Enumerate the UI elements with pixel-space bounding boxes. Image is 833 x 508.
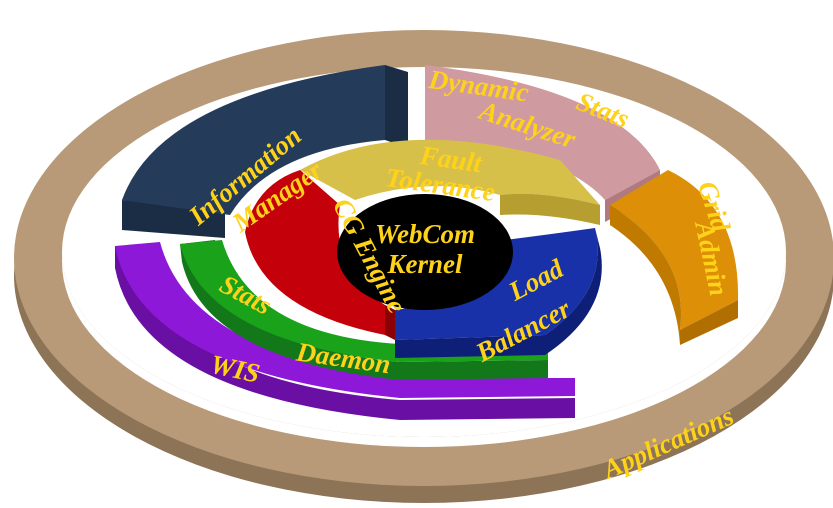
grid-admin-top [610, 170, 739, 330]
grid-admin-side [680, 300, 738, 345]
kernel-label-line2: Kernel [386, 249, 463, 279]
grid-admin-front [610, 205, 682, 345]
dynamic-stats-analyzer-top [425, 65, 660, 200]
segment-wis [115, 242, 575, 420]
fault-tolerance-side [500, 193, 600, 225]
stats-daemon-side [180, 240, 548, 380]
wis-top [115, 242, 575, 398]
kernel-core [337, 194, 513, 310]
segment-cg-engine [245, 170, 395, 340]
wis-side [115, 246, 575, 420]
segment-information-manager [122, 65, 408, 238]
segment-stats-daemon [180, 240, 548, 380]
fault-tolerance-top [300, 139, 600, 205]
kernel-label-line1: WebCom [375, 219, 475, 249]
load-balancer-side [395, 228, 602, 358]
cg-engine-side [385, 305, 395, 340]
webcom-kernel [337, 194, 513, 310]
cg-engine-top [245, 170, 385, 335]
segment-grid-admin [610, 170, 739, 345]
stats-daemon-top [180, 240, 548, 362]
information-manager-front [385, 65, 408, 148]
information-manager-top [122, 65, 385, 215]
segment-fault-tolerance [300, 139, 600, 225]
